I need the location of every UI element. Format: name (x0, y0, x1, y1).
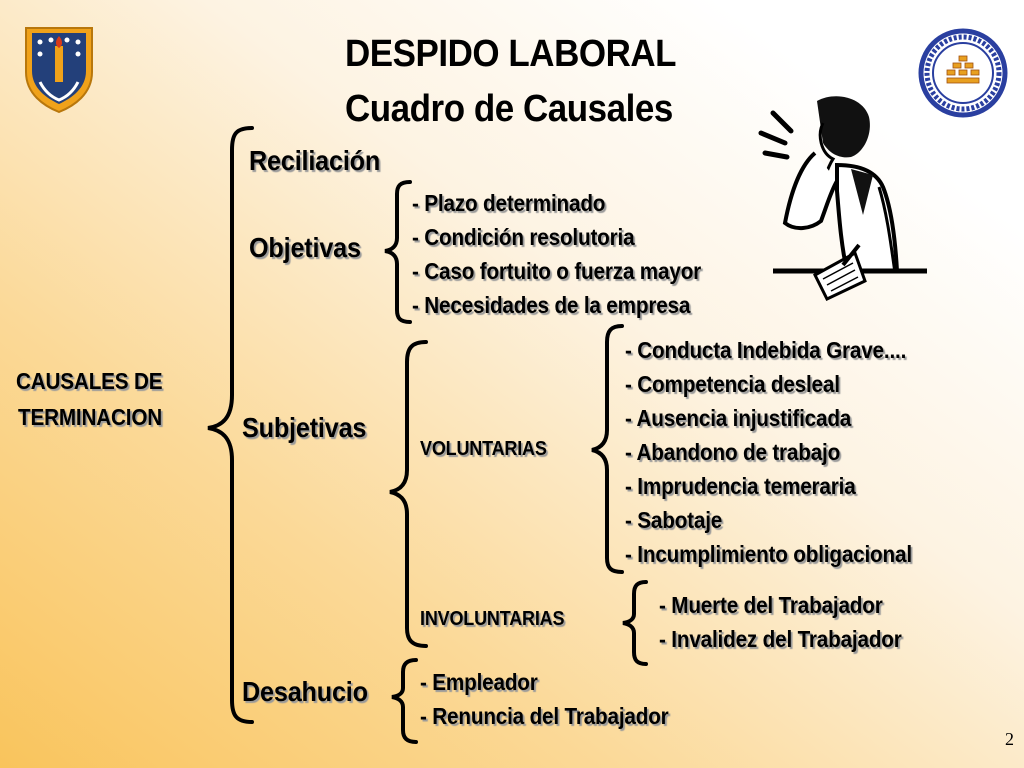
desahucio-list: - Empleador - Renuncia del Trabajador (420, 665, 696, 733)
list-item: - Empleador (420, 669, 538, 695)
page-title: DESPIDO LABORAL (345, 33, 677, 75)
stressed-worker-on-phone-icon (758, 96, 927, 301)
list-item: - Ausencia injustificada (625, 405, 852, 431)
faculty-seal-icon (918, 28, 1008, 118)
objetivas-list: - Plazo determinado - Condición resoluto… (412, 186, 733, 322)
branch-reciliacion: Reciliación (249, 145, 381, 176)
list-item: - Condición resolutoria (412, 224, 635, 250)
branch-desahucio: Desahucio (242, 676, 368, 707)
branch-subjetivas: Subjetivas (242, 412, 367, 443)
involuntarias-list: - Muerte del Trabajador - Invalidez del … (659, 588, 929, 656)
list-item: - Imprudencia temeraria (625, 473, 856, 499)
list-item: - Abandono de trabajo (625, 439, 841, 465)
list-item: - Competencia desleal (625, 371, 840, 397)
list-item: - Renuncia del Trabajador (420, 703, 669, 729)
voluntarias-label: VOLUNTARIAS (420, 438, 547, 460)
list-item: - Caso fortuito o fuerza mayor (412, 258, 702, 284)
root-label-line2: TERMINACION (18, 404, 163, 430)
list-item: - Sabotaje (625, 507, 723, 533)
involuntarias-label: INVOLUNTARIAS (420, 608, 565, 630)
page-number: 2 (1005, 729, 1014, 749)
list-item: - Plazo determinado (412, 190, 606, 216)
university-shield-icon (25, 27, 93, 114)
root-label-line1: CAUSALES DE (16, 368, 163, 394)
voluntarias-list: - Conducta Indebida Grave.... - Competen… (625, 333, 944, 571)
list-item: - Invalidez del Trabajador (659, 626, 902, 652)
page-subtitle: Cuadro de Causales (345, 88, 673, 130)
list-item: - Muerte del Trabajador (659, 592, 883, 618)
list-item: - Conducta Indebida Grave.... (625, 337, 907, 363)
list-item: - Incumplimiento obligacional (625, 541, 912, 567)
branch-objetivas: Objetivas (249, 232, 361, 263)
list-item: - Necesidades de la empresa (412, 292, 691, 318)
